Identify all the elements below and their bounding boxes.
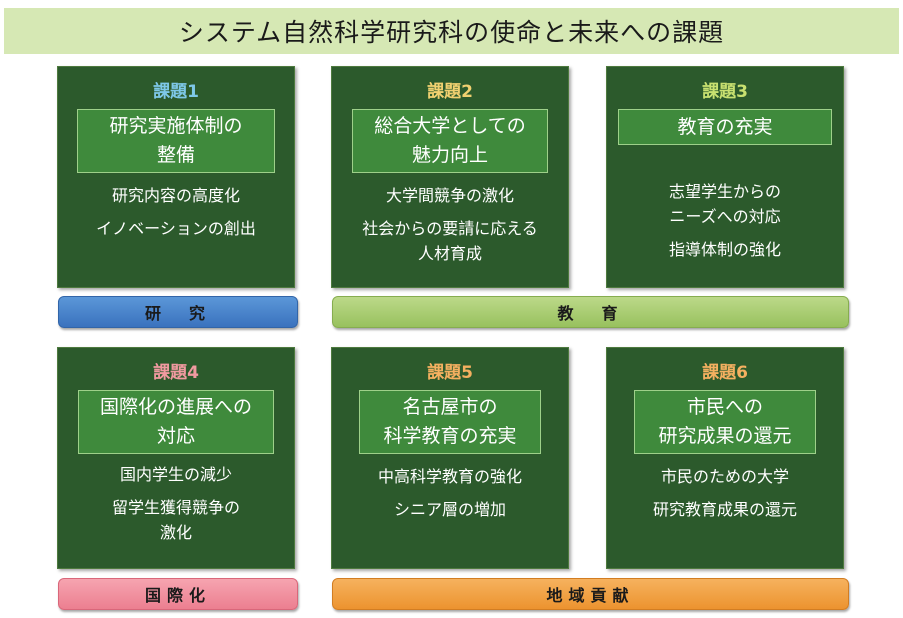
card-issue-1: 課題1 研究実施体制の 整備 研究内容の高度化 イノベーションの創出 xyxy=(57,66,295,288)
category-research: 研 究 xyxy=(58,296,298,328)
card-issue-5: 課題5 名古屋市の 科学教育の充実 中高科学教育の強化 シニア層の増加 xyxy=(331,347,569,569)
card-heading: 市民への 研究成果の還元 xyxy=(634,390,816,454)
list-item: シニア層の増加 xyxy=(393,500,506,519)
card-items: 研究内容の高度化 イノベーションの創出 xyxy=(58,183,294,249)
card-label: 課題6 xyxy=(702,363,748,383)
card-items: 市民のための大学 研究教育成果の還元 xyxy=(607,464,843,530)
card-items: 志望学生からの ニーズへの対応 指導体制の強化 xyxy=(607,179,843,270)
card-label: 課題4 xyxy=(153,363,199,383)
card-heading: 名古屋市の 科学教育の充実 xyxy=(359,390,541,454)
list-item: イノベーションの創出 xyxy=(96,219,256,238)
card-issue-6: 課題6 市民への 研究成果の還元 市民のための大学 研究教育成果の還元 xyxy=(606,347,844,569)
category-community: 地域貢献 xyxy=(332,578,849,610)
card-heading: 教育の充実 xyxy=(618,109,832,145)
card-heading: 総合大学としての 魅力向上 xyxy=(352,109,548,173)
list-item: 社会からの要請に応える 人材育成 xyxy=(362,219,538,263)
card-items: 国内学生の減少 留学生獲得競争の 激化 xyxy=(58,462,294,553)
card-issue-2: 課題2 総合大学としての 魅力向上 大学間競争の激化 社会からの要請に応える 人… xyxy=(331,66,569,288)
page-title: システム自然科学研究科の使命と未来への課題 xyxy=(4,8,899,54)
list-item: 指導体制の強化 xyxy=(668,240,781,259)
card-items: 大学間競争の激化 社会からの要請に応える 人材育成 xyxy=(332,183,568,274)
card-label: 課題5 xyxy=(427,363,473,383)
card-heading: 国際化の進展への 対応 xyxy=(78,390,274,454)
list-item: 研究教育成果の還元 xyxy=(652,500,797,519)
list-item: 研究内容の高度化 xyxy=(111,186,240,205)
card-items: 中高科学教育の強化 シニア層の増加 xyxy=(332,464,568,530)
list-item: 留学生獲得競争の 激化 xyxy=(111,498,240,542)
list-item: 国内学生の減少 xyxy=(119,465,232,484)
list-item: 志望学生からの ニーズへの対応 xyxy=(668,182,781,226)
card-label: 課題3 xyxy=(702,82,748,102)
card-label: 課題1 xyxy=(153,82,199,102)
list-item: 大学間競争の激化 xyxy=(385,186,514,205)
card-label: 課題2 xyxy=(427,82,473,102)
list-item: 市民のための大学 xyxy=(660,467,789,486)
card-heading: 研究実施体制の 整備 xyxy=(77,109,275,173)
list-item: 中高科学教育の強化 xyxy=(377,467,522,486)
category-education: 教 育 xyxy=(332,296,849,328)
card-issue-3: 課題3 教育の充実 志望学生からの ニーズへの対応 指導体制の強化 xyxy=(606,66,844,288)
category-international: 国際化 xyxy=(58,578,298,610)
card-issue-4: 課題4 国際化の進展への 対応 国内学生の減少 留学生獲得競争の 激化 xyxy=(57,347,295,569)
